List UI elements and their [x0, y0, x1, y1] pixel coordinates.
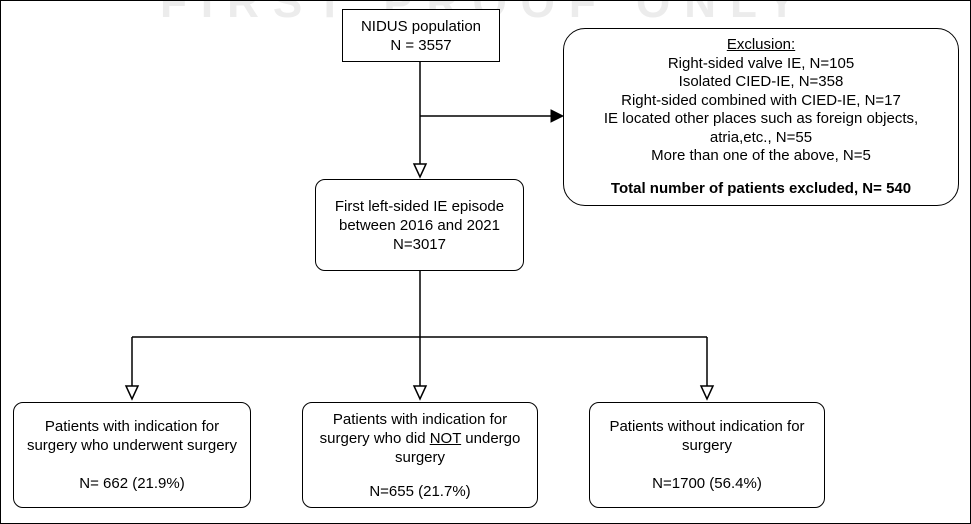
exclusion-item: Isolated CIED-IE, N=358: [678, 73, 844, 90]
exclusion-item: Right-sided valve IE, N=105: [667, 54, 855, 72]
surgery-not-performed-box: Patients with indication for surgery who…: [302, 402, 538, 508]
not-emphasis: NOT: [429, 429, 462, 447]
no-indication-box: Patients without indication for surgery …: [589, 402, 825, 508]
episode-line-2: between 2016 and 2021: [339, 216, 500, 234]
nidus-count: N = 3557: [390, 36, 452, 54]
episode-count: N=3017: [393, 235, 446, 253]
no-indication-line-2: surgery: [681, 437, 733, 454]
exclusion-item: atria,etc., N=55: [709, 128, 813, 146]
arrowhead-to-episode: [412, 163, 428, 179]
exclusion-total: Total number of patients excluded, N= 54…: [610, 179, 912, 197]
arrowhead-middle-box: [412, 385, 428, 401]
no-surgery-line-1: Patients with indication for: [332, 410, 508, 428]
nidus-population-box: NIDUS population N = 3557: [342, 9, 500, 62]
exclusion-item: More than one of the above, N=5: [651, 147, 871, 164]
no-indication-count: N=1700 (56.4%): [652, 475, 762, 492]
exclusion-item: Right-sided combined with CIED-IE, N=17: [621, 91, 901, 109]
no-surgery-line-3: surgery: [394, 448, 446, 466]
no-surgery-line-2-post: undergo: [461, 429, 521, 447]
arrowhead-to-exclusion: [550, 109, 565, 123]
no-surgery-line-2-pre: surgery who did: [319, 429, 430, 447]
first-episode-box: First left-sided IE episode between 2016…: [315, 179, 524, 271]
surgery-line-2: surgery who underwent surgery: [26, 437, 238, 454]
surgery-count: N= 662 (21.9%): [79, 475, 185, 492]
arrowhead-left-box: [124, 385, 140, 401]
no-surgery-line-2: surgery who did NOT undergo: [320, 429, 521, 448]
exclusion-item: IE located other places such as foreign …: [603, 110, 919, 127]
arrowhead-right-box: [699, 385, 715, 401]
exclusion-box: Exclusion: Right-sided valve IE, N=105 I…: [563, 28, 959, 206]
surgery-line-1: Patients with indication for: [44, 418, 220, 435]
no-surgery-count: N=655 (21.7%): [369, 482, 471, 500]
exclusion-heading: Exclusion:: [726, 36, 796, 53]
episode-line-1: First left-sided IE episode: [334, 197, 505, 215]
nidus-title: NIDUS population: [360, 17, 482, 35]
no-indication-line-1: Patients without indication for: [609, 418, 805, 435]
surgery-performed-box: Patients with indication for surgery who…: [13, 402, 251, 508]
